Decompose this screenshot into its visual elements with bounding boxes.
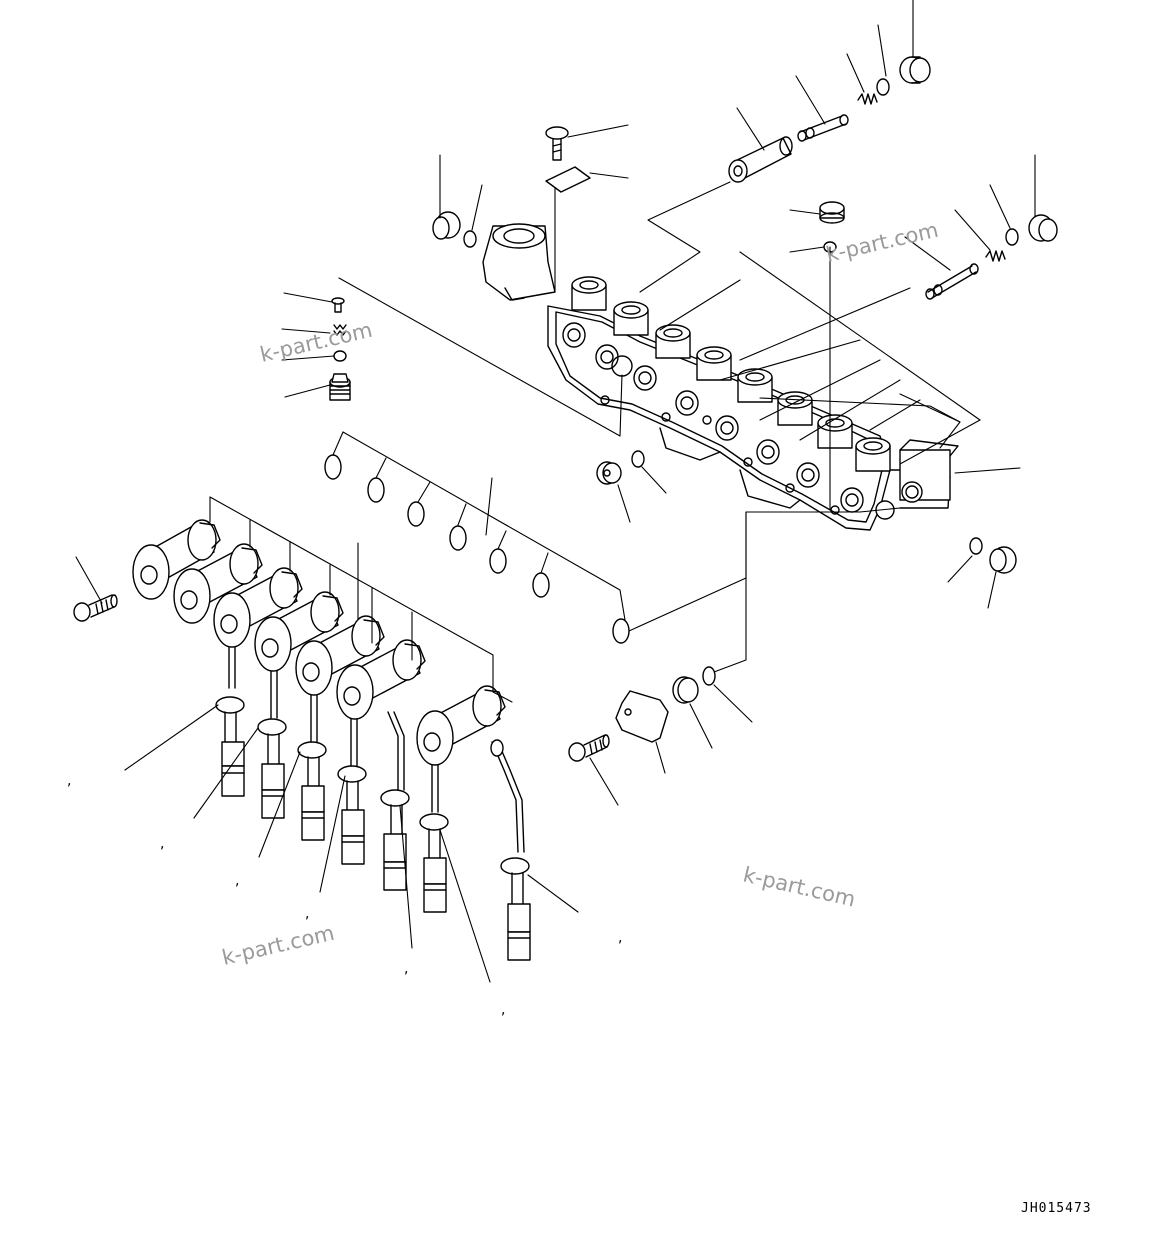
ref-mark-7: ,	[618, 930, 622, 946]
ref-mark-2: ,	[160, 836, 164, 852]
solenoid-5	[296, 616, 384, 840]
watermark-4: k-part.com	[220, 921, 337, 970]
solenoid-1	[133, 520, 220, 599]
middle-plugs	[597, 451, 1016, 573]
ref-mark-1: ,	[67, 773, 71, 789]
flange-ports	[563, 323, 863, 514]
solenoid-3	[214, 568, 302, 796]
ref-mark-5: ,	[404, 961, 408, 977]
o-rings-row	[325, 455, 629, 643]
ref-mark-6: ,	[501, 1002, 505, 1018]
left-bolt	[74, 595, 117, 621]
solenoid-4	[255, 592, 343, 818]
drawing-code: JH015473	[1021, 1201, 1092, 1216]
solenoid-2	[174, 544, 262, 623]
ref-mark-4: ,	[305, 906, 309, 922]
cover-plate	[569, 667, 715, 761]
valve-bosses	[572, 277, 890, 471]
watermark-3: k-part.com	[741, 862, 858, 911]
ref-mark-3: ,	[235, 873, 239, 889]
solenoid-6	[337, 640, 425, 890]
left-small-parts	[330, 298, 350, 400]
watermark-1: k-part.com	[258, 318, 375, 367]
solenoid-7	[417, 686, 530, 960]
reference-marks: , , , , , , ,	[67, 773, 622, 1018]
leader-lines	[76, 0, 1035, 982]
top-spool-assembly	[433, 57, 930, 247]
watermark-2: k-part.com	[824, 218, 941, 267]
